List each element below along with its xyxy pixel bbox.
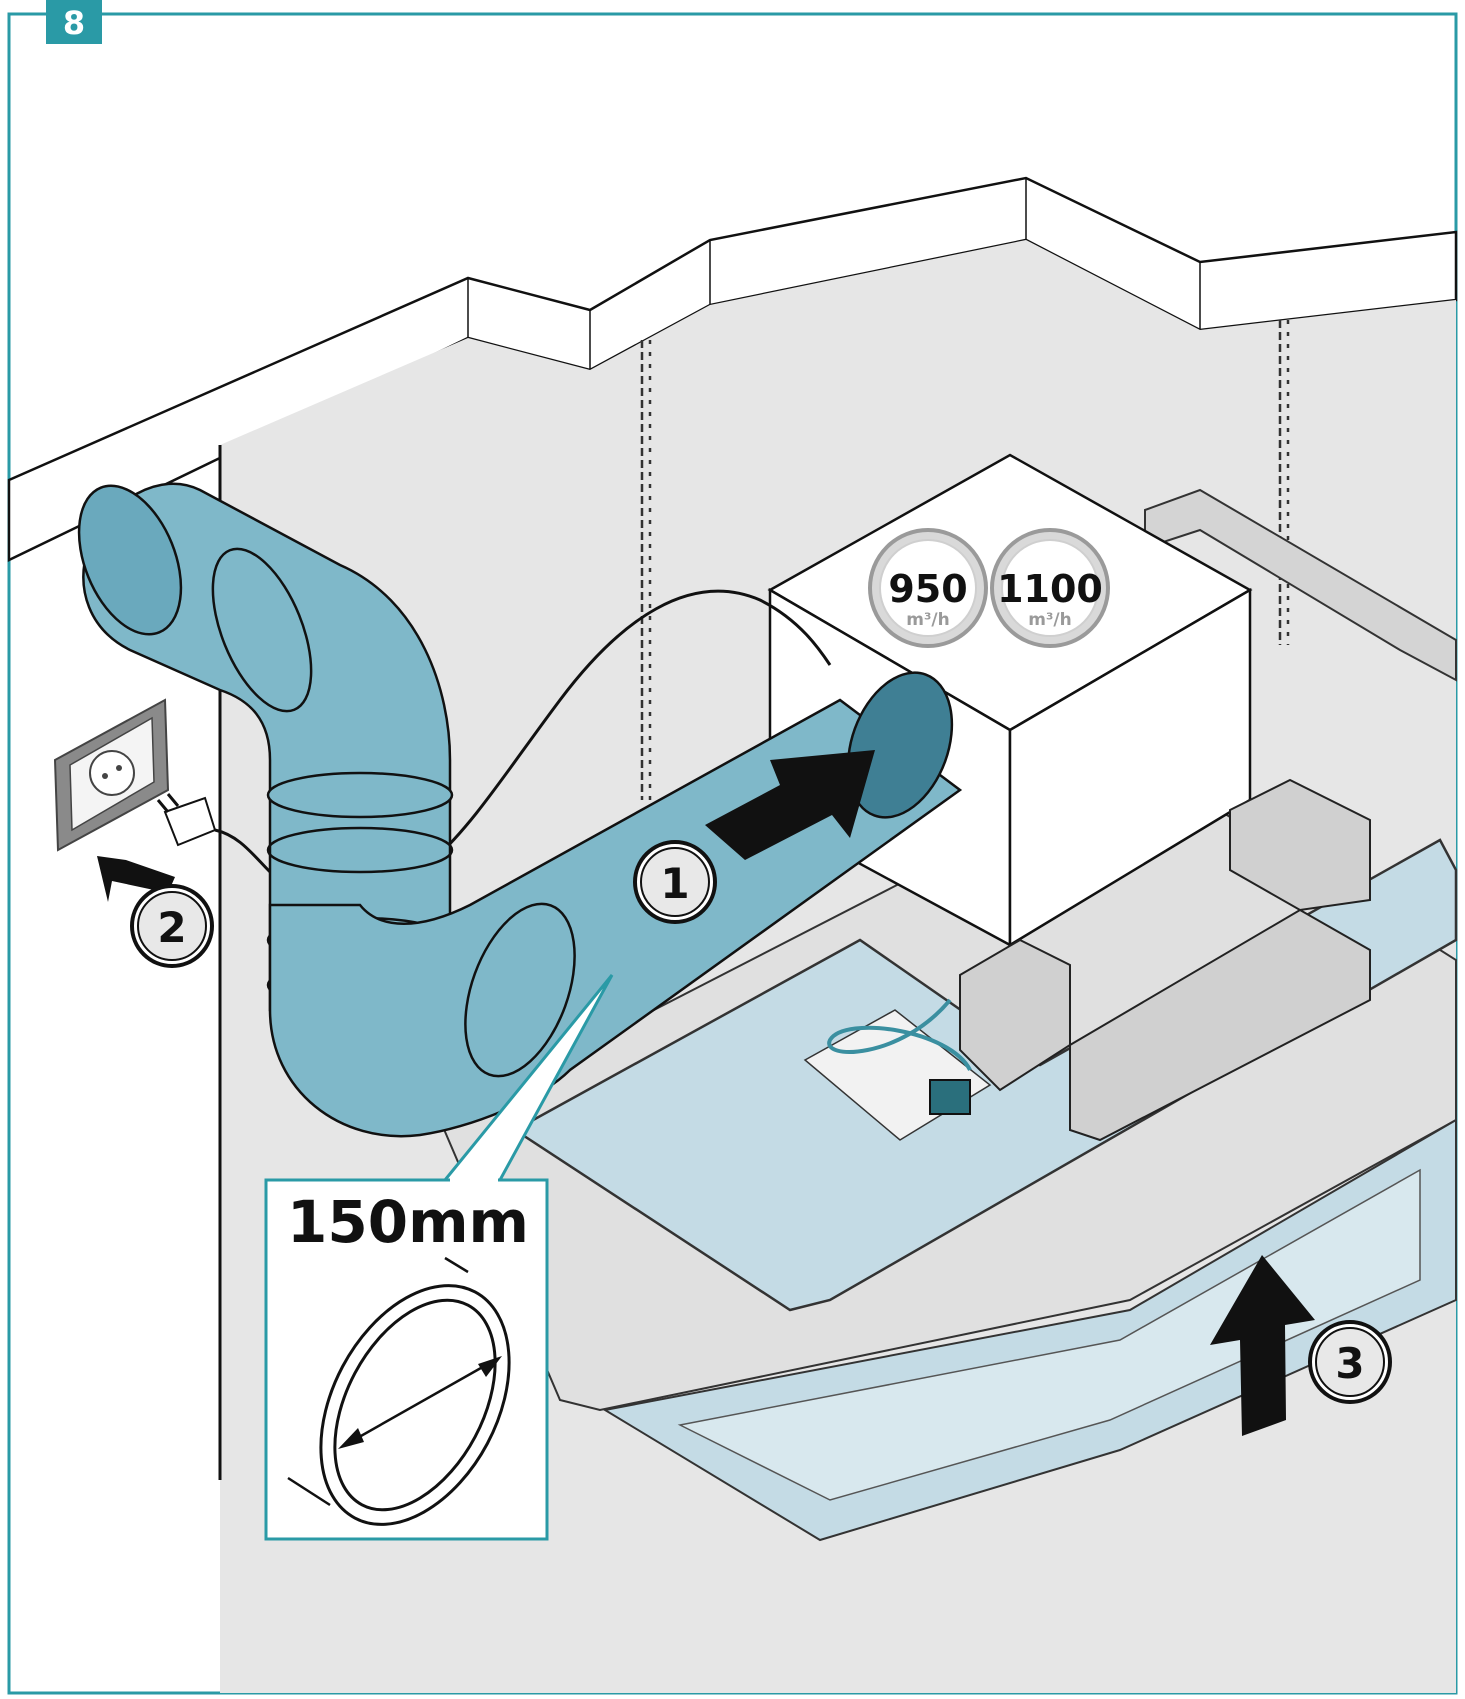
chain-right — [1278, 320, 1290, 645]
arrow-up-left — [97, 856, 175, 902]
wall-socket — [53, 698, 170, 852]
connector-cable — [827, 998, 972, 1072]
duct-diameter-detail: 150mm — [264, 974, 614, 1541]
callout-3: 3 — [1308, 1320, 1392, 1404]
airflow-value: 950 — [888, 567, 967, 611]
callout-number: 3 — [1335, 1339, 1364, 1388]
airflow-value: 1100 — [997, 567, 1103, 611]
hood-glass-panel — [602, 1118, 1457, 1542]
mounting-bracket — [959, 778, 1371, 1142]
duct-elbow — [77, 482, 454, 1012]
chain-left — [640, 340, 652, 800]
airflow-unit: m³/h — [906, 610, 949, 630]
airflow-badge-1100: 1100 m³/h — [990, 528, 1110, 648]
step-badge: 8 — [46, 0, 102, 44]
airflow-unit: m³/h — [1028, 610, 1071, 630]
arrow-right-up — [705, 750, 875, 860]
diameter-dimension-line — [344, 1358, 496, 1447]
step-number: 8 — [63, 4, 85, 42]
arrow-up — [1210, 1255, 1315, 1436]
diameter-label: 150mm — [287, 1188, 529, 1256]
callout-number: 1 — [660, 859, 689, 908]
airflow-badge-950: 950 m³/h — [868, 528, 988, 648]
callout-number: 2 — [157, 903, 186, 952]
callout-2: 2 — [130, 884, 214, 968]
power-plug — [156, 793, 217, 847]
electrical-connector — [929, 1079, 971, 1115]
callout-1: 1 — [633, 840, 717, 924]
